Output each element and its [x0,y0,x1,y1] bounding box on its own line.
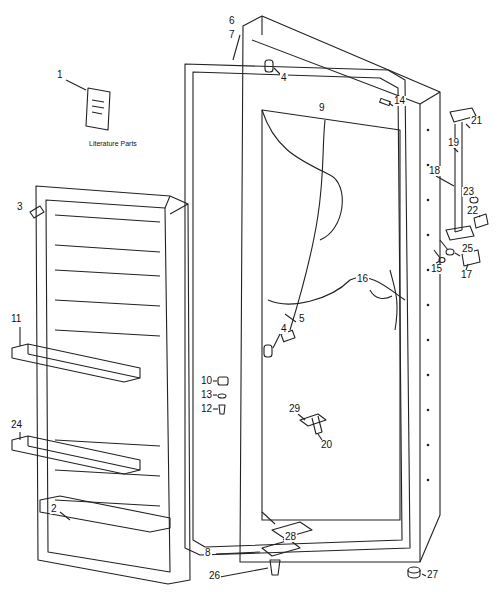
callout-number: 14 [393,96,406,106]
callout-number: 25 [461,244,474,254]
callout-number: 18 [428,166,441,176]
callout-number: 22 [466,206,479,216]
callout-number: 15 [430,264,443,274]
callout-number: 4 [280,73,288,83]
callout-number: 3 [16,202,24,212]
callout-number: 13 [200,390,213,400]
callout-number: 28 [284,532,297,542]
callout-number: 2 [50,504,58,514]
callout-number: 11 [10,314,22,324]
callout-number: 27 [426,570,439,580]
callout-number: 8 [204,548,212,558]
callout-number: 20 [320,440,333,450]
callout-number: 6 [228,16,236,26]
callout-number: 17 [460,270,473,280]
callout-number: 4 [280,324,288,334]
callout-number: 1 [56,70,64,80]
callout-number: 24 [10,420,23,430]
callout-number: 12 [200,404,213,414]
callout-number: 19 [447,138,460,148]
callout-number: 23 [462,187,475,197]
callout-number: 21 [470,116,483,126]
callout-number: 9 [318,103,326,113]
callout-number: 10 [200,376,213,386]
callout-number: 16 [356,274,369,284]
callout-number: 29 [288,404,301,414]
callout-number: 26 [208,571,221,581]
callout-number: 7 [228,30,236,40]
part-note: Literature Parts [88,140,138,147]
callout-number: 5 [298,314,306,324]
